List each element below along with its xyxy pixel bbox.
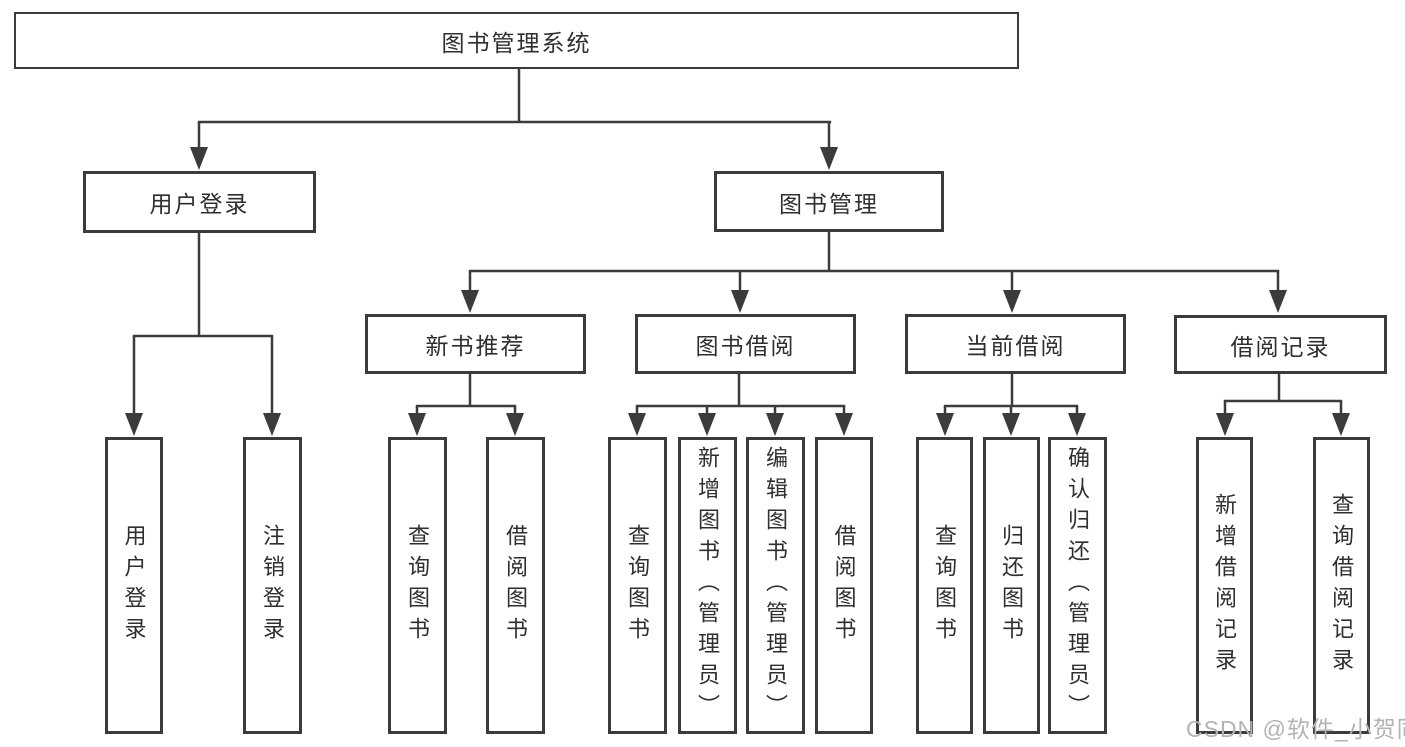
leaf-query-borrowing-record: 查询借阅记录 [1313,437,1370,734]
leaf-user-login: 用户登录 [105,437,163,734]
leaf-add-borrowing-record: 新增借阅记录 [1196,437,1253,734]
node-book-management: 图书管理 [714,171,944,232]
node-book-borrowing: 图书借阅 [635,314,856,374]
leaf-query-books-current: 查询图书 [916,437,973,734]
leaf-borrow-books: 借阅图书 [815,437,873,734]
node-user-login: 用户登录 [83,171,316,233]
csdn-watermark: CSDN @软件_小贺同学 [1186,716,1405,742]
leaf-return-books: 归还图书 [983,437,1040,734]
node-new-book-recommendation: 新书推荐 [365,314,586,374]
leaf-borrow-books-recommend: 借阅图书 [486,437,545,734]
node-library-management-system: 图书管理系统 [14,12,1019,69]
leaf-confirm-return-admin: 确认归还（管理员） [1048,437,1107,734]
leaf-query-books-borrowing: 查询图书 [608,437,667,734]
leaf-query-books-recommend: 查询图书 [388,437,447,734]
leaf-add-book-admin: 新增图书（管理员） [678,437,737,734]
node-current-borrowing: 当前借阅 [905,314,1126,374]
leaf-edit-book-admin: 编辑图书（管理员） [746,437,805,734]
node-borrowing-records: 借阅记录 [1174,315,1387,374]
leaf-logout: 注销登录 [243,437,302,734]
